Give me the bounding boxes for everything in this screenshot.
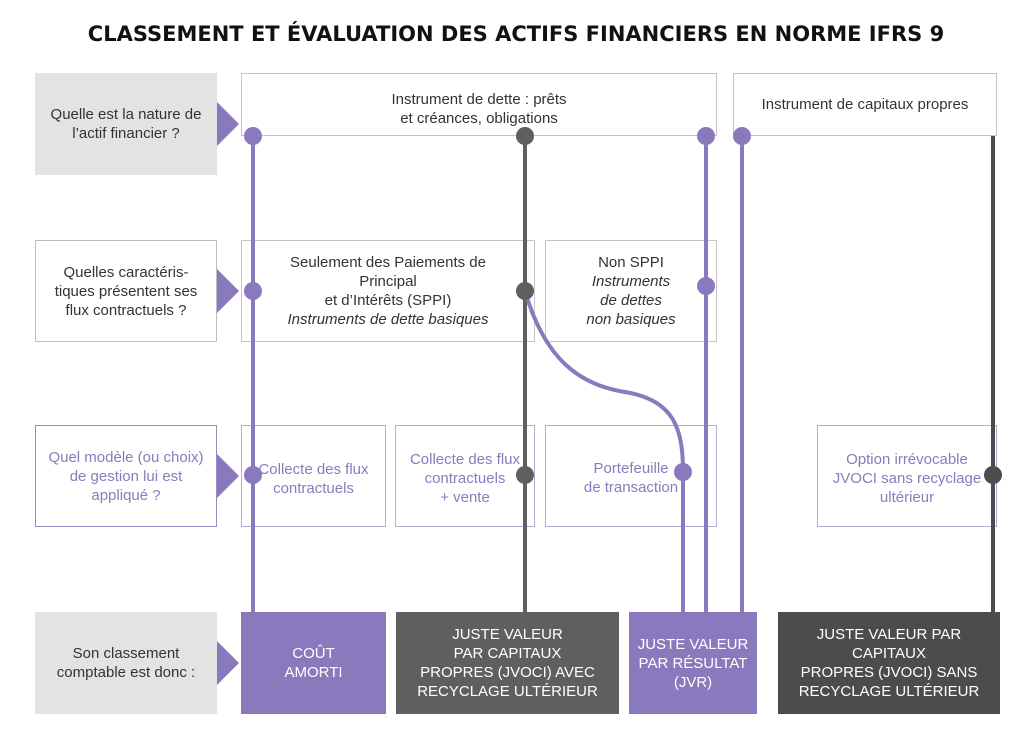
question-flux: Quelles caractéris-tiques présentent ses…: [35, 240, 217, 342]
dot-jvoci-nature: [516, 127, 534, 145]
diagram-title: CLASSEMENT ET ÉVALUATION DES ACTIFS FINA…: [87, 22, 945, 46]
question-model: Quel modèle (ou choix) de gestion lui es…: [35, 425, 217, 527]
equity-instrument-box: Instrument de capitaux propres: [733, 73, 997, 136]
model-option-box: Option irrévocable JVOCI sans recyclage …: [817, 425, 997, 527]
question-nature: Quelle est la nature de l’actif financie…: [35, 73, 217, 175]
result-amortized-cost: COÛT AMORTI: [241, 612, 386, 714]
arrow-flux: [217, 269, 239, 313]
result-jvr: JUSTE VALEUR PAR RÉSULTAT (JVR): [629, 612, 757, 714]
non-sppi-sublabel: Instruments de dettes non basiques: [586, 273, 676, 328]
sppi-label: Seulement des Paiements de Principal et …: [290, 254, 486, 309]
dot-equity-option: [984, 466, 1002, 484]
non-sppi-box: Non SPPI Instruments de dettes non basiq…: [545, 240, 717, 342]
debt-instrument-box: Instrument de dette : prêts et créances,…: [241, 73, 717, 136]
model-collect-box: Collecte des flux contractuels: [241, 425, 386, 527]
dot-amortized-nature: [244, 127, 262, 145]
result-jvoci-no-recycling: JUSTE VALEUR PAR CAPITAUX PROPRES (JVOCI…: [778, 612, 1000, 714]
question-classification: Son classement comptable est donc :: [35, 612, 217, 714]
sppi-box: Seulement des Paiements de Principal et …: [241, 240, 535, 342]
dot-amortized-model: [244, 466, 262, 484]
model-collect-sell-box: Collecte des flux contractuels + vente: [395, 425, 535, 527]
model-trading-box: Portefeuille de transaction: [545, 425, 717, 527]
dot-non-sppi-flux: [697, 277, 715, 295]
dot-equity-jvr: [733, 127, 751, 145]
sppi-sublabel: Instruments de dette basiques: [287, 311, 489, 328]
dot-jvoci-model: [516, 466, 534, 484]
dot-non-sppi-nature: [697, 127, 715, 145]
result-jvoci-recycling: JUSTE VALEUR PAR CAPITAUX PROPRES (JVOCI…: [396, 612, 619, 714]
line-trading-curve: [523, 290, 685, 614]
arrow-nature: [217, 102, 239, 146]
dot-jvoci-flux: [516, 282, 534, 300]
non-sppi-label: Non SPPI: [598, 254, 664, 271]
dot-amortized-flux: [244, 282, 262, 300]
arrow-classification: [217, 641, 239, 685]
arrow-model: [217, 454, 239, 498]
dot-trading-model: [674, 463, 692, 481]
